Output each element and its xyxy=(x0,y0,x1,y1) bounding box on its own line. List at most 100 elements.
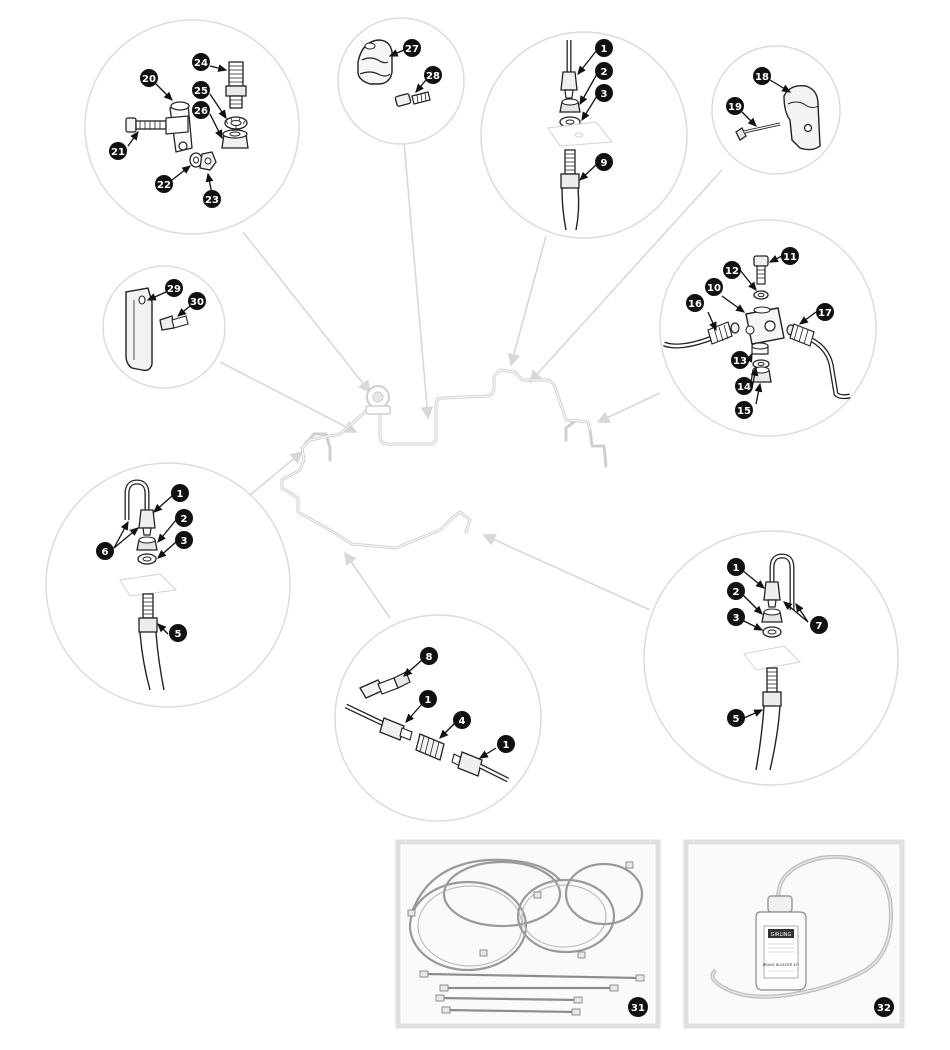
flexible-hose-9 xyxy=(560,149,580,231)
callout-18: 18 xyxy=(753,67,771,85)
brake-pipe-kit-panel xyxy=(395,839,661,1029)
chassis-brake-pipe-run-inner xyxy=(281,369,591,549)
callout-28-label: 28 xyxy=(426,71,440,82)
callout-4-label: 4 xyxy=(459,716,466,727)
pin-19 xyxy=(735,122,781,141)
callout-1-right-label: 1 xyxy=(733,563,740,574)
loop-pipe-7 xyxy=(769,553,795,610)
nut-23 xyxy=(199,151,217,171)
callout-7-label: 7 xyxy=(816,621,823,632)
callout-22-label: 22 xyxy=(157,180,171,191)
callout-5-left: 5 xyxy=(169,624,187,642)
pipe-nut-1-right xyxy=(763,581,781,608)
callout-32-label: 32 xyxy=(877,1003,891,1014)
callout-3-left: 3 xyxy=(175,531,193,549)
spacer-13 xyxy=(751,342,769,355)
callout-1-bottom-left: 1 xyxy=(419,690,437,708)
callout-27: 27 xyxy=(403,39,421,57)
callout-1-left: 1 xyxy=(171,484,189,502)
callout-1-bottom-right-label: 1 xyxy=(503,740,510,751)
callout-5-right: 5 xyxy=(727,709,745,727)
bracket-plate-right xyxy=(743,645,802,671)
detail-circle-bracket-18-19 xyxy=(711,45,841,175)
callout-3-top: 3 xyxy=(595,84,613,102)
pipe-left-bottom xyxy=(344,703,390,729)
callout-1-top-label: 1 xyxy=(601,44,608,55)
callout-3-right: 3 xyxy=(727,608,745,626)
bracket-18 xyxy=(783,85,821,151)
pipe-nut-1-left xyxy=(138,509,156,536)
callout-16-label: 16 xyxy=(688,299,702,310)
washer-22 xyxy=(189,152,203,168)
callout-12: 12 xyxy=(723,261,741,279)
tpiece-body-10 xyxy=(745,306,785,345)
callout-5-right-label: 5 xyxy=(733,714,740,725)
pipe-nut-1-top xyxy=(560,71,578,99)
callout-6-label: 6 xyxy=(102,547,109,558)
connector-4 xyxy=(415,733,445,761)
callout-26-label: 26 xyxy=(194,106,208,117)
callout-5-left-label: 5 xyxy=(175,629,182,640)
bottle-brand-label: GIRLING xyxy=(771,932,792,938)
callout-1-bottom-right: 1 xyxy=(497,735,515,753)
callout-31-label: 31 xyxy=(631,1003,645,1014)
callout-badges: 20 21 22 23 24 25 26 27 28 1 2 3 9 18 19… xyxy=(96,39,894,1017)
callout-18-label: 18 xyxy=(755,72,769,83)
callout-1-bottom-left-label: 1 xyxy=(425,695,432,706)
pipe-nut-1-bottom-right xyxy=(451,751,510,783)
callout-4: 4 xyxy=(453,711,471,729)
callout-1-left-label: 1 xyxy=(177,489,184,500)
callout-11: 11 xyxy=(781,247,799,265)
callout-10: 10 xyxy=(705,278,723,296)
detail-circle-fittings-20-26 xyxy=(84,19,300,235)
detail-circle-hose-union-top xyxy=(480,31,688,239)
callout-29: 29 xyxy=(165,279,183,297)
washer-3-right xyxy=(762,626,782,638)
callout-11-label: 11 xyxy=(783,252,797,263)
callout-21: 21 xyxy=(109,142,127,160)
callout-2-left: 2 xyxy=(175,509,193,527)
callout-9: 9 xyxy=(595,153,613,171)
detail-circle-tpiece-10-17 xyxy=(659,219,877,437)
nut-2-left xyxy=(136,536,158,551)
pointer-lines xyxy=(219,141,723,619)
callout-17-label: 17 xyxy=(818,308,832,319)
chassis-brake-pipe-run xyxy=(280,368,608,550)
callout-9-label: 9 xyxy=(601,158,608,169)
bolt-11 xyxy=(753,255,769,285)
coiled-pipe-set xyxy=(408,858,644,972)
callout-2-top: 2 xyxy=(595,62,613,80)
callout-1-right: 1 xyxy=(727,558,745,576)
callout-2-left-label: 2 xyxy=(181,514,188,525)
bolt-21 xyxy=(125,117,167,133)
bracket-29 xyxy=(125,287,153,372)
loop-pipe-6 xyxy=(124,479,150,520)
pipe-17-right xyxy=(786,323,851,400)
callout-16: 16 xyxy=(686,294,704,312)
detail-circle-bracket-29-30 xyxy=(102,265,226,389)
callout-3-right-label: 3 xyxy=(733,613,740,624)
callout-28: 28 xyxy=(424,66,442,84)
callout-19-label: 19 xyxy=(728,102,742,113)
callout-12-label: 12 xyxy=(725,266,739,277)
callout-8: 8 xyxy=(420,647,438,665)
banjo-fitting-20 xyxy=(165,101,193,153)
pipe-end-fittings xyxy=(407,861,645,1016)
nut-26 xyxy=(221,129,249,149)
bracket-plate-left xyxy=(119,573,178,597)
callout-10-label: 10 xyxy=(707,283,721,294)
callout-14: 14 xyxy=(735,377,753,395)
callout-2-top-label: 2 xyxy=(601,67,608,78)
callout-23-label: 23 xyxy=(205,195,219,206)
flexible-hose-5-left xyxy=(138,593,165,691)
pipe-nut-1-bottom-left xyxy=(379,717,413,741)
stud-24 xyxy=(225,61,247,109)
callout-17: 17 xyxy=(816,303,834,321)
callout-29-label: 29 xyxy=(167,284,181,295)
detail-circle-hose-left xyxy=(45,462,291,708)
callout-31: 31 xyxy=(628,997,648,1017)
bleed-kit-panel: GIRLING BRAKE BLEEDER KIT xyxy=(683,839,905,1029)
callout-3-left-label: 3 xyxy=(181,536,188,547)
callout-22: 22 xyxy=(155,175,173,193)
